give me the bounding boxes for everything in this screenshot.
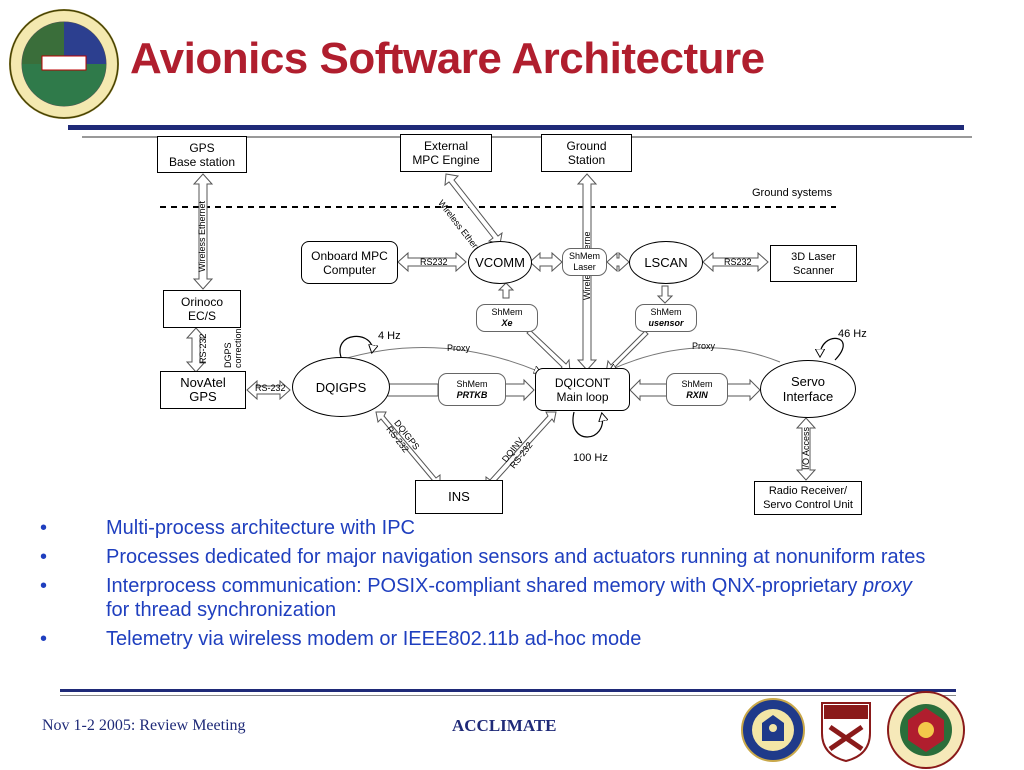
- link-lscan-laser-scanner: [702, 251, 769, 273]
- uc-berkeley-seal-logo: [741, 698, 805, 762]
- bullet-text: Interprocess communication: POSIX-compli…: [106, 575, 863, 597]
- novatel-gps-box: NovAtel GPS: [160, 371, 246, 409]
- bullet-marker: •: [40, 575, 48, 597]
- link-shmem-xe-dqicont: [526, 329, 571, 373]
- bullet-item: • Multi-process architecture with IPC: [40, 516, 940, 540]
- link-onboard-mpc-vcomm: [397, 251, 467, 273]
- loop-dqicont-100hz: [572, 411, 603, 438]
- link-prtkb-dqicont: [504, 378, 535, 402]
- link-vcomm-shmem-laser: [529, 251, 563, 273]
- bullet-text: Telemetry via wireless modem or IEEE802.…: [106, 628, 642, 650]
- link-servo-radio: [795, 417, 817, 481]
- rs232-label-orinoco: RS-232: [198, 333, 208, 364]
- title-rule-shadow: [82, 136, 972, 138]
- vcomm-process: VCOMM: [468, 241, 532, 284]
- upenn-shield-logo: [821, 702, 871, 763]
- radio-receiver-box: Radio Receiver/ Servo Control Unit: [754, 481, 862, 515]
- 100hz-label: 100 Hz: [573, 452, 608, 464]
- shmem-laser-line1: ShMem: [568, 251, 600, 261]
- bullet-list: • Multi-process architecture with IPC • …: [40, 516, 940, 656]
- footer-rule: [60, 689, 956, 692]
- footer-rule-shadow: [60, 695, 956, 696]
- shmem-rxin: ShMem RXIN: [666, 373, 728, 406]
- shmem-xe-line2: Xe: [501, 318, 513, 328]
- shmem-rxin-line1: ShMem: [681, 378, 713, 389]
- servo-interface-process: Servo Interface: [760, 360, 856, 418]
- io-access-label: I/O Access: [801, 426, 811, 470]
- 4hz-label: 4 Hz: [378, 330, 401, 342]
- link-vcomm-shmem-xe: [497, 282, 515, 299]
- shmem-xe: ShMem Xe: [476, 304, 538, 332]
- dqigps-process: DQIGPS: [292, 357, 390, 417]
- bullet-marker: •: [40, 517, 48, 539]
- onboard-mpc-computer-box: Onboard MPC Computer: [301, 241, 398, 284]
- shmem-usensor-line2: usensor: [648, 318, 684, 328]
- bullet-marker: •: [40, 546, 48, 568]
- bullet-item: • Telemetry via wireless modem or IEEE80…: [40, 627, 940, 651]
- shmem-prtkb-line2: PRTKB: [456, 389, 488, 400]
- project-seal-logo: [9, 9, 119, 119]
- ins-box: INS: [415, 480, 503, 514]
- shmem-laser: ShMem Laser: [562, 248, 607, 276]
- shmem-rxin-line2: RXIN: [686, 389, 708, 400]
- link-novatel-dqigps: [246, 379, 291, 401]
- bullet-item: • Processes dedicated for major navigati…: [40, 545, 940, 569]
- external-mpc-engine-box: External MPC Engine: [400, 134, 492, 172]
- link-external-mpc-vcomm: [444, 173, 503, 245]
- loop-dqigps-4hz: [339, 335, 372, 361]
- rs232-label-novatel: RS-232: [255, 383, 286, 393]
- bullet-text: Processes dedicated for major navigation…: [106, 546, 926, 568]
- proxy-label-left: Proxy: [447, 343, 471, 353]
- proxy-curve-left: [339, 347, 540, 373]
- rs232-label-vcomm: RS232: [420, 257, 448, 267]
- proxy-curve-right: [610, 347, 781, 370]
- bullet-item: • Interprocess communication: POSIX-comp…: [40, 574, 940, 622]
- bullet-text-after: for thread synchronization: [106, 599, 337, 621]
- footer-date: Nov 1-2 2005: Review Meeting: [42, 717, 246, 734]
- link-lscan-shmem-usensor: [656, 285, 674, 304]
- wireless-ethernet-label-left: Wireless Ethernet: [197, 200, 207, 272]
- 46hz-label: 46 Hz: [838, 328, 867, 340]
- bullet-text-italic: proxy: [862, 575, 912, 597]
- rs232-label-lscan: RS232: [724, 257, 752, 267]
- link-dqicont-rxin: [629, 378, 669, 402]
- shmem-xe-line1: ShMem: [491, 307, 523, 317]
- bullet-marker: •: [40, 628, 48, 650]
- shmem-usensor-line1: ShMem: [650, 307, 682, 317]
- carnegie-mellon-seal-logo: [887, 691, 965, 769]
- dqicont-main-loop-box: DQICONT Main loop: [535, 368, 630, 411]
- link-gps-base-orinoco: [192, 173, 214, 290]
- bullet-text: Multi-process architecture with IPC: [106, 517, 415, 539]
- shmem-prtkb-line1: ShMem: [456, 378, 488, 389]
- lscan-process: LSCAN: [629, 241, 703, 284]
- footer-project: ACCLIMATE: [452, 716, 557, 735]
- gps-base-station-box: GPS Base station: [157, 136, 247, 173]
- link-shmem-laser-lscan: [606, 251, 630, 273]
- link-shmem-usensor-dqicont: [605, 330, 649, 374]
- shmem-laser-line2: Laser: [573, 262, 596, 272]
- link-rxin-servo: [726, 378, 761, 402]
- proxy-label-right: Proxy: [692, 341, 716, 351]
- title-rule: [68, 125, 964, 130]
- dgps-correction-label: DGPS correction: [223, 328, 243, 368]
- 3d-laser-scanner-box: 3D Laser Scanner: [770, 245, 857, 282]
- ground-systems-label: Ground systems: [752, 187, 833, 199]
- ground-station-box: Ground Station: [541, 134, 632, 172]
- orinoco-ecs-box: Orinoco EC/S: [163, 290, 241, 328]
- loop-servo-46hz: [820, 337, 844, 361]
- page-title: Avionics Software Architecture: [130, 34, 765, 83]
- shmem-usensor: ShMem usensor: [635, 304, 697, 332]
- shmem-prtkb: ShMem PRTKB: [438, 373, 506, 406]
